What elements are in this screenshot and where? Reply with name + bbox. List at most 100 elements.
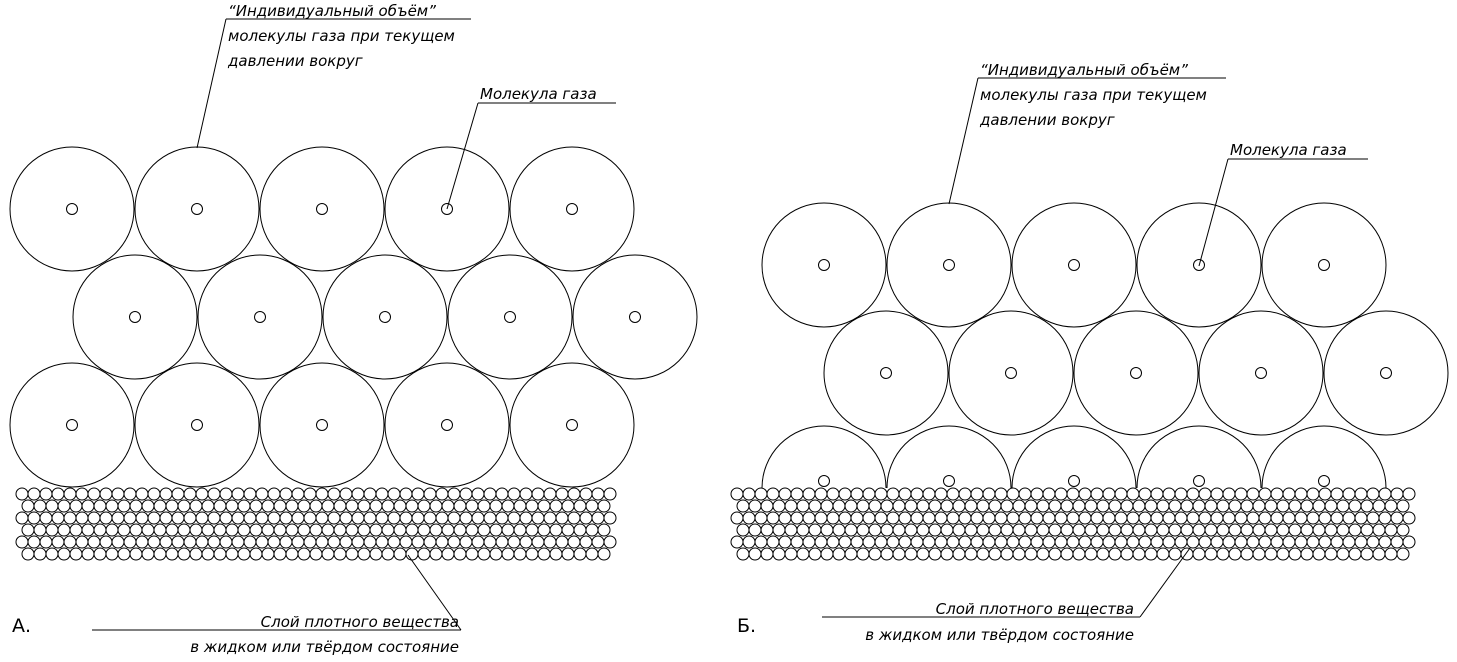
dense-particle [934, 535, 948, 549]
gas-molecule [1068, 475, 1080, 487]
dense-particle [591, 511, 605, 525]
dense-particle [1090, 511, 1104, 525]
dense-particle [435, 487, 449, 501]
dense-particle [117, 499, 131, 513]
volume-note-line-3: давлении вокруг [227, 52, 363, 70]
dense-particle [387, 511, 401, 525]
gas-volume-sphere [134, 362, 260, 488]
dense-particle [75, 511, 89, 525]
dense-particle [814, 511, 828, 525]
dense-particle [1378, 511, 1392, 525]
dense-particle [1294, 511, 1308, 525]
dense-layer [730, 487, 1416, 561]
dense-particle [898, 511, 912, 525]
dense-particle [1204, 523, 1218, 537]
dense-particle [531, 511, 545, 525]
gas-molecule [1068, 259, 1080, 271]
dense-particle [1258, 511, 1272, 525]
dense-particle [1396, 547, 1410, 561]
dense-particle [375, 511, 389, 525]
gas-molecule [943, 475, 955, 487]
dense-particle [1396, 523, 1410, 537]
dense-particle [111, 511, 125, 525]
dense-particle [1114, 511, 1128, 525]
gas-volume-sphere [1136, 202, 1262, 328]
dense-particle [579, 511, 593, 525]
dense-particle [862, 487, 876, 501]
dense-particle [1270, 511, 1284, 525]
dense-particle [1210, 511, 1224, 525]
dense-particle [231, 535, 245, 549]
dense-particle [1144, 523, 1158, 537]
gas-volume-sphere [1323, 310, 1449, 436]
dense-particle [832, 499, 846, 513]
gas-volume-sphere [447, 254, 573, 380]
dense-particle [27, 535, 41, 549]
gas-molecule [1130, 367, 1142, 379]
dense-particle [285, 499, 299, 513]
dense-particle [1390, 511, 1404, 525]
dense-particle [1192, 523, 1206, 537]
dense-particle [1024, 547, 1038, 561]
dense-particle [1270, 487, 1284, 501]
dense-particle [153, 523, 167, 537]
dense-particle [1030, 511, 1044, 525]
dense-particle [351, 511, 365, 525]
dense-particle [1300, 499, 1314, 513]
dense-particle [892, 499, 906, 513]
dense-particle [327, 487, 341, 501]
dense-particle [994, 511, 1008, 525]
dense-particle [333, 547, 347, 561]
dense-particle [1018, 511, 1032, 525]
dense-particle [45, 523, 59, 537]
dense-particle [243, 511, 257, 525]
dense-particle [129, 547, 143, 561]
dense-particle [1144, 499, 1158, 513]
dense-particle [940, 547, 954, 561]
dense-particle [1282, 487, 1296, 501]
dense-particle [501, 523, 515, 537]
dense-particle [423, 487, 437, 501]
dense-particle [495, 487, 509, 501]
gas-volume-sphere [886, 202, 1012, 328]
dense-particle [964, 523, 978, 537]
dense-particle [549, 547, 563, 561]
dense-particle [297, 523, 311, 537]
dense-particle [597, 523, 611, 537]
dense-particle [231, 511, 245, 525]
dense-particle [1378, 535, 1392, 549]
dense-particle [429, 499, 443, 513]
dense-particle [123, 487, 137, 501]
dense-particle [994, 535, 1008, 549]
dense-particle [952, 547, 966, 561]
dense-particle [730, 511, 744, 525]
dense-particle [255, 535, 269, 549]
volume-leader-line [948, 77, 979, 205]
dense-particle [730, 487, 744, 501]
dense-particle [1198, 535, 1212, 549]
dense-particle [1108, 547, 1122, 561]
dense-particle [507, 535, 521, 549]
dense-particle [447, 487, 461, 501]
dense-particle [279, 511, 293, 525]
dense-particle [1006, 535, 1020, 549]
dense-particle [880, 499, 894, 513]
dense-particle [1264, 499, 1278, 513]
dense-particle [1252, 547, 1266, 561]
dense-particle [471, 511, 485, 525]
dense-particle [549, 523, 563, 537]
dense-particle [381, 523, 395, 537]
dense-particle [1102, 511, 1116, 525]
dense-particle [1324, 547, 1338, 561]
dense-particle [850, 487, 864, 501]
dense-particle [291, 535, 305, 549]
layer-leader-line [1139, 547, 1191, 618]
gas-volume-spheres [761, 202, 1449, 489]
dense-particle [898, 535, 912, 549]
dense-particle [1150, 487, 1164, 501]
gas-molecule [129, 311, 141, 323]
dense-particle [1090, 535, 1104, 549]
dense-particle [1138, 511, 1152, 525]
dense-particle [225, 499, 239, 513]
dense-particle [868, 499, 882, 513]
